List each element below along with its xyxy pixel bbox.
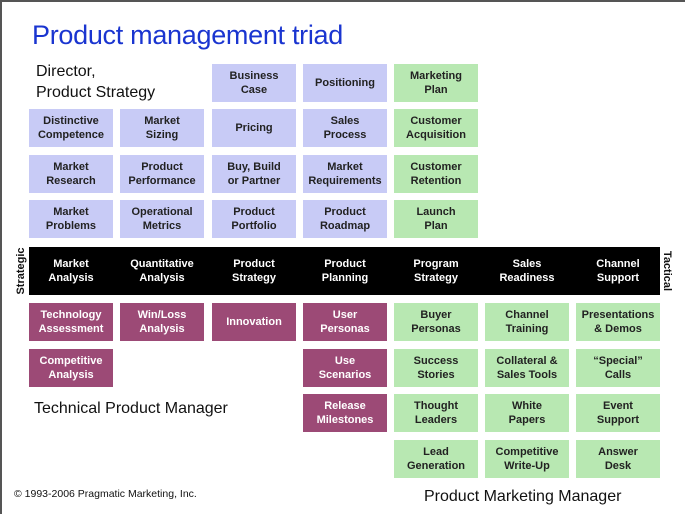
bar-program-strategy: Program Strategy bbox=[413, 258, 459, 284]
role-director-product-strategy: Director, Product Strategy bbox=[36, 63, 156, 101]
cell-thought-leaders: Thought Leaders bbox=[394, 394, 478, 432]
cell-answer-desk: Answer Desk bbox=[576, 440, 660, 478]
bar-channel-support: Channel Support bbox=[596, 258, 640, 284]
cell-business-case: Business Case bbox=[212, 64, 296, 102]
cell-launch-plan: Launch Plan bbox=[394, 200, 478, 238]
cell-customer-retention: Customer Retention bbox=[394, 155, 478, 193]
copyright: © 1993-2006 Pragmatic Marketing, Inc. bbox=[14, 488, 197, 500]
cell-innovation: Innovation bbox=[212, 303, 296, 341]
cell-product-roadmap: Product Roadmap bbox=[303, 200, 387, 238]
bar-product-planning: Product Planning bbox=[321, 258, 369, 284]
label-strategic: Strategic bbox=[15, 247, 27, 295]
cell-market-problems: Market Problems bbox=[29, 200, 113, 238]
cell-use-scenarios: Use Scenarios bbox=[303, 349, 387, 387]
cell-channel-training: Channel Training bbox=[485, 303, 569, 341]
cell-win-loss-analysis: Win/Loss Analysis bbox=[120, 303, 204, 341]
cell-technology-assessment: Technology Assessment bbox=[29, 303, 113, 341]
page-title: Product management triad bbox=[32, 20, 343, 50]
label-tactical: Tactical bbox=[661, 250, 673, 292]
cell-event-support: Event Support bbox=[576, 394, 660, 432]
cell-marketing-plan: Marketing Plan bbox=[394, 64, 478, 102]
cell-collateral-sales-tools: Collateral & Sales Tools bbox=[485, 349, 569, 387]
cell-market-sizing: Market Sizing bbox=[120, 109, 204, 147]
activity-bar: Market Analysis Quantitative Analysis Pr… bbox=[29, 247, 660, 295]
cell-buy-build-partner: Buy, Build or Partner bbox=[212, 155, 296, 193]
cell-sales-process: Sales Process bbox=[303, 109, 387, 147]
bar-market-analysis: Market Analysis bbox=[48, 258, 94, 284]
cell-pricing: Pricing bbox=[212, 109, 296, 147]
cell-buyer-personas: Buyer Personas bbox=[394, 303, 478, 341]
cell-distinctive-competence: Distinctive Competence bbox=[29, 109, 113, 147]
cell-lead-generation: Lead Generation bbox=[394, 440, 478, 478]
cell-product-portfolio: Product Portfolio bbox=[212, 200, 296, 238]
cell-operational-metrics: Operational Metrics bbox=[120, 200, 204, 238]
cell-release-milestones: Release Milestones bbox=[303, 394, 387, 432]
bar-quantitative-analysis: Quantitative Analysis bbox=[130, 258, 194, 284]
cell-product-performance: Product Performance bbox=[120, 155, 204, 193]
cell-user-personas: User Personas bbox=[303, 303, 387, 341]
bar-product-strategy: Product Strategy bbox=[231, 258, 277, 284]
cell-customer-acquisition: Customer Acquisition bbox=[394, 109, 478, 147]
cell-positioning: Positioning bbox=[303, 64, 387, 102]
cell-success-stories: Success Stories bbox=[394, 349, 478, 387]
cell-white-papers: White Papers bbox=[485, 394, 569, 432]
cell-presentations-demos: Presentations & Demos bbox=[576, 303, 660, 341]
cell-competitive-analysis: Competitive Analysis bbox=[29, 349, 113, 387]
role-product-marketing-manager: Product Marketing Manager bbox=[424, 488, 622, 505]
cell-special-calls: “Special” Calls bbox=[576, 349, 660, 387]
bar-sales-readiness: Sales Readiness bbox=[499, 258, 555, 284]
cell-competitive-write-up: Competitive Write-Up bbox=[485, 440, 569, 478]
cell-market-requirements: Market Requirements bbox=[303, 155, 387, 193]
role-technical-product-manager: Technical Product Manager bbox=[34, 400, 228, 417]
cell-market-research: Market Research bbox=[29, 155, 113, 193]
